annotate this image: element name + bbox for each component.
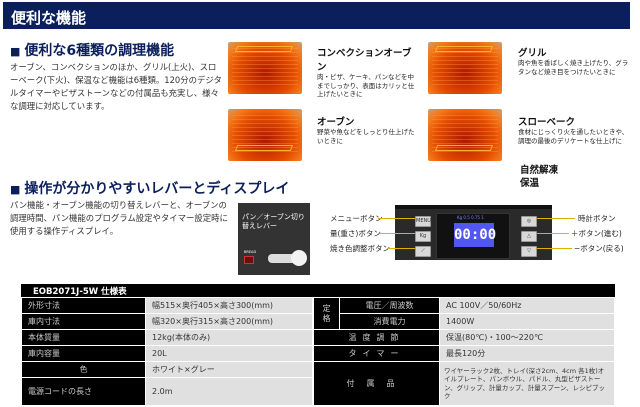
label-plus-button: ＋ボタン(進む) [571,229,622,238]
extra-functions: 自然解凍保温 [520,164,558,190]
function-title: コンベクションオーブン [317,48,412,73]
lever-handle [268,254,304,263]
spec-title: EOB2071J-5W 仕様表 [21,284,615,297]
spec-value: ホワイト×グレー [145,361,313,378]
oven-image [228,109,302,161]
bullet: ■ [10,45,21,58]
menu-button[interactable]: MENU [415,216,431,227]
function-desc: 肉や魚を香ばしく焼き上げたり、グラタンなど焼き目をつけたいときに [518,59,629,76]
spec-value: 2.0m [145,377,313,406]
section-heading-functions: ■便利な6種類の調理機能 [10,40,174,60]
spec-label: 電圧／周波数 [339,297,440,314]
function-oven: オーブン野菜や魚などをしっとり仕上げたいときに [317,114,417,145]
browning-button[interactable]: ⟋ [415,246,431,257]
spec-label: 電源コードの長さ [21,377,146,406]
bread-label: BREAD [244,250,257,254]
leader-line [388,248,415,249]
grill-image [428,42,502,94]
spec-value: 12kg(本体のみ) [145,329,313,346]
bullet: ■ [10,183,21,196]
minus-button[interactable]: ▽ [521,246,537,257]
extra-keep-warm: 保温 [520,178,540,189]
plus-button[interactable]: △ [521,231,537,242]
lever-photo: パン／オーブン切り替えレバー BREAD [238,203,310,275]
control-panel: MENU Kg ⟋ Kg 0.5 0.75 1 00:00 ◎ △ ▽ [395,205,552,260]
spec-value: 幅320×奥行315×高さ200(mm) [145,313,313,330]
spec-value: 最長120分 [439,345,615,362]
spec-label: 本体質量 [21,329,146,346]
display-time: 00:00 [454,223,496,247]
function-title: グリル [518,48,547,59]
extra-defrost: 自然解凍 [520,165,559,176]
label-browning-button: 焼き色調整ボタン [330,244,390,253]
heading-text: 操作が分かりやすいレバーとディスプレイ [24,181,290,197]
page-header: 便利な機能 [3,2,630,29]
function-title: オーブン [317,117,355,128]
function-slow-bake: スローベーク食材にじっくり火を通したいときや、調理の最後のデリケートな仕上げに [518,114,633,145]
lever-knob [291,250,307,266]
functions-description: オーブン、コンベクションのほか、グリル(上火)、スローベーク(下火)、保温など機… [10,62,222,111]
function-grill: グリル肉や魚を香ばしく焼き上げたり、グラタンなど焼き目をつけたいときに [518,45,633,76]
heading-text: 便利な6種類の調理機能 [24,43,175,59]
table-row: 庫内寸法幅320×奥行315×高さ200(mm) [21,313,313,330]
spec-value: ワイヤーラック2枚、トレイ(深さ2cm、4cm 各1枚)オイルプレート、パンボウ… [439,361,615,406]
label-weight-button: 量(重さ)ボタン [330,229,381,238]
table-row: 外形寸法幅515×奥行405×高さ300(mm) [21,297,313,314]
spec-label: 消費電力 [339,313,440,330]
spec-label: 庫内容量 [21,345,146,362]
display-weights: Kg 0.5 0.75 1 [457,215,484,220]
label-menu-button: メニューボタン [330,214,383,223]
spec-label: 外形寸法 [21,297,146,314]
spec-value: 保温(80℃)・100～220℃ [439,329,615,346]
spec-label: 色 [21,361,146,378]
spec-value: 幅515×奥行405×高さ300(mm) [145,297,313,314]
spec-value: 20L [145,345,313,362]
rating-label: 定格 [313,297,340,330]
bread-button [244,256,254,264]
spec-value: 1400W [439,313,615,330]
function-desc: 食材にじっくり火を通したいときや、調理の最後のデリケートな仕上げに [518,128,629,145]
leader-line [380,233,415,234]
function-title: スローベーク [518,117,576,128]
convection-oven-image [228,42,302,94]
controls-description: パン機能・オーブン機能の切り替えレバーと、オーブンの調理時間、パン機能のプログラ… [10,200,228,236]
spec-label: 付属品 [313,361,440,406]
lcd-display: Kg 0.5 0.75 1 00:00 [436,213,510,259]
table-row: タイマー最長120分 [313,345,615,362]
table-row: 色ホワイト×グレー [21,361,313,378]
page-title: 便利な機能 [11,9,87,27]
function-convection: コンベクションオーブン肉・ピザ、ケーキ、パンなどを中までしっかり、表面はカリッと… [317,45,417,99]
function-desc: 野菜や魚などをしっとり仕上げたいときに [317,128,415,145]
spec-label: 温度調節 [313,329,440,346]
clock-button[interactable]: ◎ [521,216,537,227]
spec-label: タイマー [313,345,440,362]
leader-line [537,218,575,219]
weight-button[interactable]: Kg [415,231,431,242]
leader-line [537,248,572,249]
leader-line [378,218,415,219]
table-row: 付属品ワイヤーラック2枚、トレイ(深さ2cm、4cm 各1枚)オイルプレート、パ… [313,361,615,406]
lever-label: パン／オーブン切り替えレバー [242,213,305,230]
spec-label: 庫内寸法 [21,313,146,330]
spec-value: AC 100V／50/60Hz [439,297,615,314]
label-minus-button: −ボタン(戻る) [574,244,624,253]
slow-bake-image [428,109,502,161]
spec-table-left: 外形寸法幅515×奥行405×高さ300(mm) 庫内寸法幅320×奥行315×… [21,297,313,406]
label-clock-button: 時計ボタン [578,214,616,223]
section-heading-controls: ■操作が分かりやすいレバーとディスプレイ [10,178,289,198]
function-desc: 肉・ピザ、ケーキ、パンなどを中までしっかり、表面はカリッと仕上げたいときに [317,73,415,98]
table-row: 温度調節保温(80℃)・100～220℃ [313,329,615,346]
leader-line [537,233,569,234]
